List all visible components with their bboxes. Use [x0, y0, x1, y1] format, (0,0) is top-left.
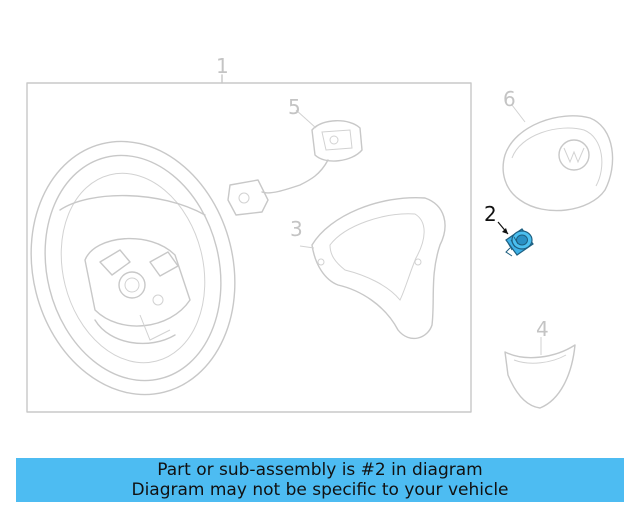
callout-1: 1 [216, 54, 229, 78]
callout-2: 2 [484, 202, 497, 226]
callout-5: 5 [288, 95, 301, 119]
steering-wheel-part [30, 140, 236, 396]
parts-diagram: 1 2 3 4 5 6 [26, 54, 614, 413]
banner-line-part-number: Part or sub-assembly is #2 in diagram [157, 460, 483, 480]
bezel-part [504, 337, 576, 409]
airbag-part [502, 104, 614, 212]
trim-cover-part [299, 197, 446, 340]
callout-4: 4 [536, 317, 549, 341]
switch-harness-part [227, 109, 363, 216]
banner-line-disclaimer: Diagram may not be specific to your vehi… [131, 480, 509, 500]
callout-6: 6 [503, 87, 516, 111]
info-banner: Part or sub-assembly is #2 in diagram Di… [16, 458, 624, 502]
callout-3: 3 [290, 217, 303, 241]
fastener-part-highlighted [497, 221, 534, 257]
steering-wheel-assembly-group [26, 74, 472, 413]
